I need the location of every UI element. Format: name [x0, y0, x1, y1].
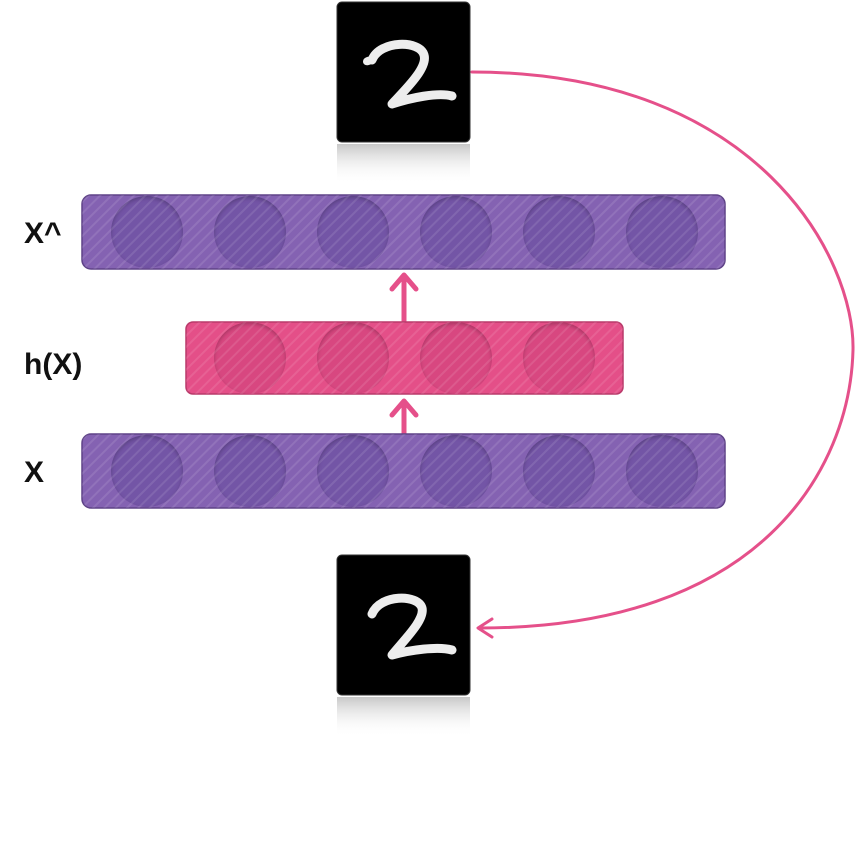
hidden-layer — [185, 321, 624, 395]
input-layer-label: X — [24, 456, 45, 489]
output-digit-image — [336, 1, 471, 184]
hidden-to-output-arrow — [389, 272, 419, 325]
input-layer — [81, 433, 726, 509]
output-layer-label: X^ — [24, 217, 62, 250]
input-digit-image — [336, 554, 471, 737]
input-to-hidden-arrow — [389, 398, 419, 437]
hidden-layer-label: h(X) — [24, 348, 83, 381]
output-layer — [81, 194, 726, 270]
reconstruction-curve-arrow — [470, 70, 855, 639]
